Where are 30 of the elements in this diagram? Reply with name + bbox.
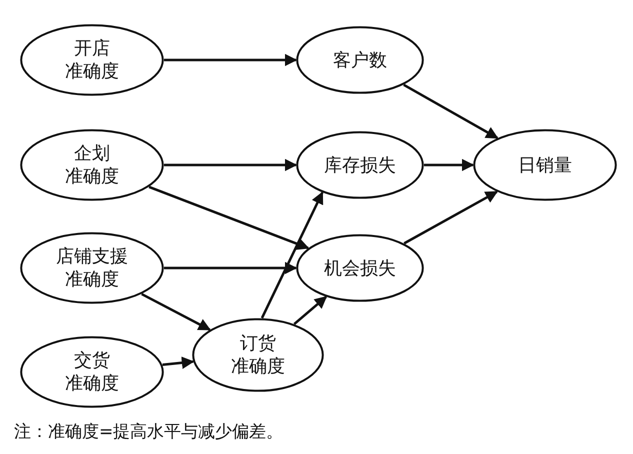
arrow	[162, 356, 194, 370]
arrow	[293, 296, 328, 326]
ellipse-node	[20, 24, 164, 96]
node-label: 店铺支援准确度	[56, 245, 128, 291]
node-label: 订货准确度	[231, 332, 285, 378]
node-label: 日销量	[518, 154, 572, 176]
arrow	[164, 158, 298, 172]
arrow	[260, 191, 324, 319]
arrow	[403, 84, 498, 140]
node-label: 交货准确度	[65, 349, 119, 395]
ellipse-node	[20, 232, 164, 304]
footnote: 注：准确度=提高水平与减少偏差。	[14, 421, 284, 443]
arrow	[164, 262, 298, 274]
node-label: 库存损失	[324, 154, 396, 176]
arrow	[404, 190, 498, 244]
node-label: 客户数	[333, 48, 387, 72]
ellipse-node	[20, 129, 164, 201]
arrow	[141, 292, 211, 331]
node-label: 企划准确度	[65, 142, 119, 188]
arrow	[148, 186, 310, 250]
ellipse-node	[296, 26, 424, 94]
arrow	[164, 54, 298, 66]
node-label: 开店准确度	[65, 37, 119, 83]
ellipse-node	[20, 336, 164, 408]
ellipse-node	[473, 129, 617, 201]
ellipse-node	[296, 131, 424, 199]
node-label: 机会损失	[324, 256, 396, 280]
ellipse-node	[192, 318, 324, 392]
arrow	[424, 158, 474, 172]
ellipse-node	[296, 234, 424, 302]
